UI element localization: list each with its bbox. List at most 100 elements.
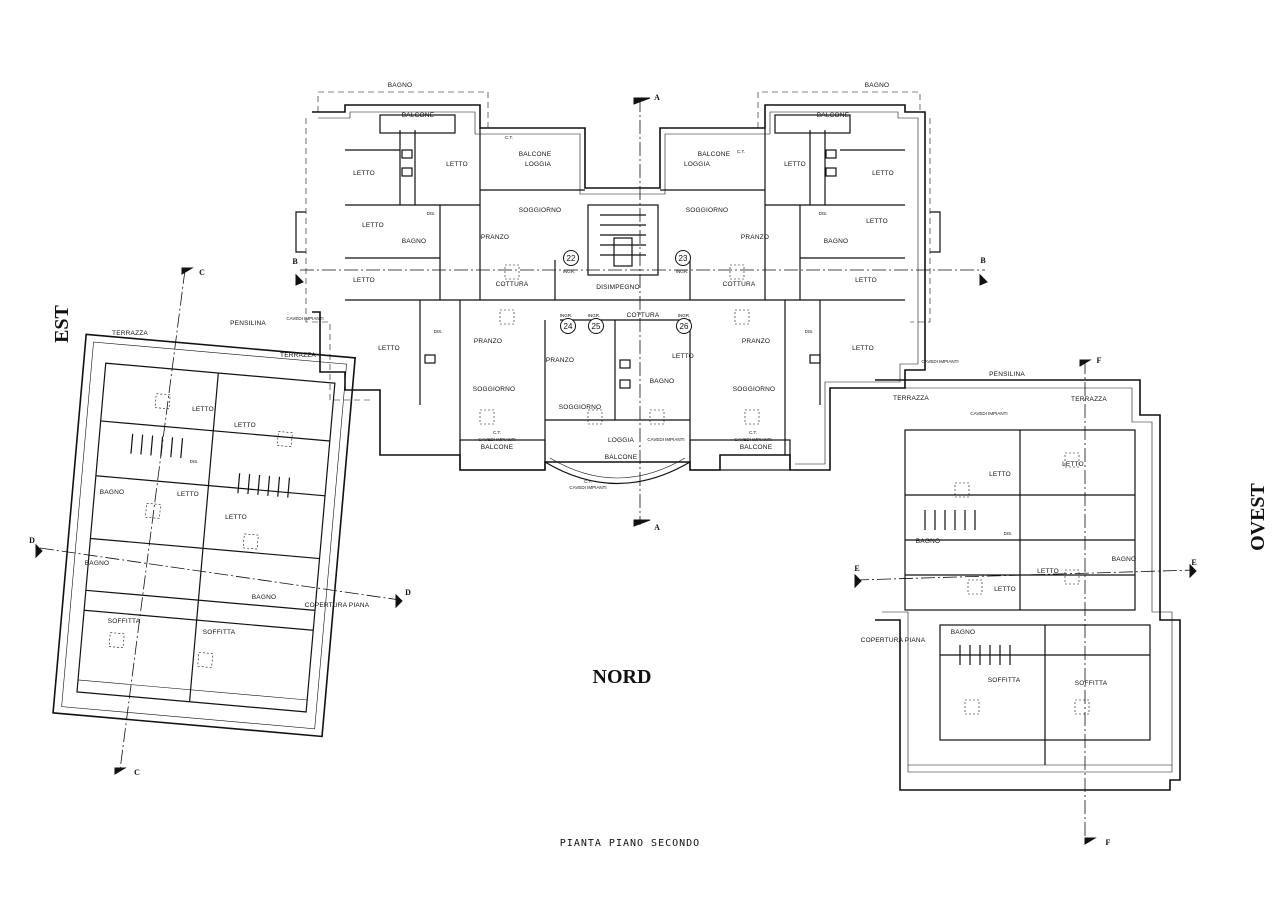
room-label: LETTO [1062, 460, 1084, 468]
room-label: BAGNO [649, 377, 675, 385]
room-label: LETTO [353, 169, 375, 177]
room-label: BAGNO [823, 237, 849, 245]
section-label-c-top: C [199, 268, 205, 277]
ct-label: C.T. [748, 429, 758, 435]
dis-label: DIS. [1003, 530, 1013, 536]
room-label: LETTO [378, 344, 400, 352]
room-label: BAGNO [99, 488, 125, 496]
room-label: PRANZO [740, 233, 770, 241]
room-label: LOGGIA [683, 160, 711, 168]
central-building [295, 91, 941, 484]
room-label: BALCONE [816, 111, 850, 119]
room-label: BAGNO [864, 81, 890, 89]
room-label: LETTO [852, 344, 874, 352]
apartment-26-marker: 26 [676, 318, 692, 334]
room-label: LETTO [855, 276, 877, 284]
room-label: BALCONE [401, 111, 435, 119]
apartment-23-number: 23 [678, 253, 688, 263]
dis-label: DIS. [426, 210, 436, 216]
dis-label: DIS. [804, 328, 814, 334]
room-label: LETTO [866, 217, 888, 225]
room-label: PENSILINA [230, 319, 266, 327]
room-label: COPERTURA PIANA [860, 636, 926, 644]
ct-label: C.T. [736, 148, 746, 154]
ct-label: C.T. [504, 134, 514, 140]
ovest-wing [875, 379, 1181, 791]
room-label: PENSILINA [989, 370, 1025, 378]
apartment-22-marker: 22 [563, 250, 579, 266]
room-label: TERRAZZA [893, 394, 929, 402]
room-label: SOGGIORNO [732, 385, 776, 393]
room-label: LOGGIA [607, 436, 635, 444]
cavedi-label: CAVEDI IMPIANTI [286, 315, 324, 321]
room-label: COTTURA [626, 311, 660, 319]
orientation-north: NORD [592, 666, 652, 688]
room-label: PRANZO [480, 233, 510, 241]
room-label: BAGNO [251, 593, 277, 601]
room-label: LETTO [672, 352, 694, 360]
room-label: BAGNO [915, 537, 941, 545]
room-label: TERRAZZA [280, 351, 316, 359]
room-label: COPERTURA PIANA [304, 601, 370, 609]
cavedi-label: CAVEDI IMPIANTI [970, 410, 1008, 416]
room-label: PRANZO [741, 337, 771, 345]
section-label-e-left: E [854, 564, 860, 573]
ingr-label: INGR. [559, 312, 573, 318]
cavedi-label: CAVEDI IMPIANTI [478, 436, 516, 442]
cavedi-label: CAVEDI IMPIANTI [734, 436, 772, 442]
room-label: LETTO [784, 160, 806, 168]
room-label: TERRAZZA [1071, 395, 1107, 403]
ct-label: C.T. [492, 429, 502, 435]
room-label: SOGGIORNO [472, 385, 516, 393]
orientation-east: EST [51, 305, 73, 343]
apartment-26-number: 26 [679, 321, 689, 331]
section-label-f-bottom: F [1105, 838, 1111, 847]
room-label: COTTURA [495, 280, 529, 288]
room-label: LETTO [234, 421, 256, 429]
apartment-23-marker: 23 [675, 250, 691, 266]
room-label: SOFFITTA [202, 628, 236, 636]
section-label-e-right: E [1191, 558, 1197, 567]
room-label: BAGNO [950, 628, 976, 636]
room-label: BALCONE [697, 150, 731, 158]
ingr-label: INGR. [677, 312, 691, 318]
cavedi-label: CAVEDI IMPIANTI [921, 358, 959, 364]
room-label: TERRAZZA [112, 329, 148, 337]
room-label: LETTO [353, 276, 375, 284]
cavedi-label: CAVEDI IMPIANTI [569, 484, 607, 490]
room-label: LETTO [872, 169, 894, 177]
cavedi-label: CAVEDI IMPIANTI [647, 436, 685, 442]
room-label: BAGNO [387, 81, 413, 89]
room-label: BALCONE [739, 443, 773, 451]
apartment-24-number: 24 [563, 321, 573, 331]
room-label: LOGGIA [524, 160, 552, 168]
room-label: SOGGIORNO [685, 206, 729, 214]
room-label: PRANZO [545, 356, 575, 364]
room-label: LETTO [1037, 567, 1059, 575]
room-label: LETTO [192, 405, 214, 413]
dis-label: DIS. [433, 328, 443, 334]
section-label-d-right: D [405, 588, 411, 597]
ingr-label: INGR. [675, 268, 689, 274]
section-label-b-right: B [980, 256, 986, 265]
orientation-west: OVEST [1247, 483, 1269, 551]
ingr-label: INGR. [587, 312, 601, 318]
room-label: LETTO [362, 221, 384, 229]
room-label: BAGNO [1111, 555, 1137, 563]
room-label: PRANZO [473, 337, 503, 345]
dis-label: DIS. [189, 458, 199, 464]
apartment-22-number: 22 [566, 253, 576, 263]
apartment-24-marker: 24 [560, 318, 576, 334]
room-label: LETTO [225, 513, 247, 521]
room-label: LETTO [989, 470, 1011, 478]
room-label: SOGGIORNO [558, 403, 602, 411]
room-label: BALCONE [604, 453, 638, 461]
section-label-d-left: D [29, 536, 35, 545]
section-label-b-left: B [292, 257, 298, 266]
room-label: SOFFITTA [1074, 679, 1108, 687]
plan-title: PIANTA PIANO SECONDO [559, 838, 701, 849]
room-label: LETTO [177, 490, 199, 498]
room-label: SOFFITTA [987, 676, 1021, 684]
